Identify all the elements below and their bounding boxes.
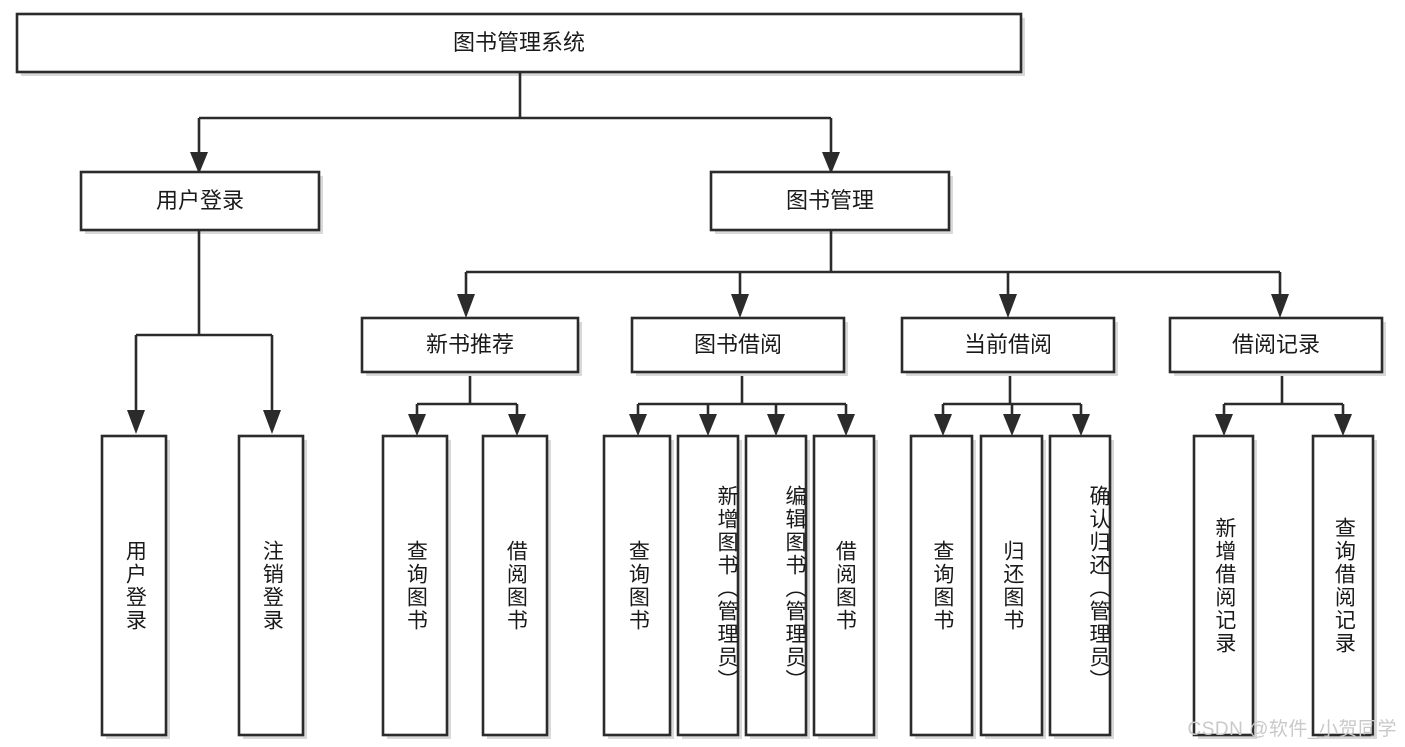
node-box-borrow-record[interactable]	[1168, 316, 1384, 374]
node-box-book-borrow[interactable]	[630, 316, 846, 374]
node-box-leaf-borrow-book-1[interactable]	[481, 434, 549, 737]
node-box-leaf-query-book-3[interactable]	[909, 434, 974, 737]
node-box-user-login[interactable]	[79, 170, 321, 232]
node-box-leaf-query-borrow-record[interactable]	[1311, 434, 1375, 737]
node-box-new-book-recommend[interactable]	[360, 316, 580, 374]
node-label-root: 图书管理系统	[453, 30, 585, 55]
node-box-leaf-query-book-2[interactable]	[602, 434, 672, 737]
node-label-book-management: 图书管理	[786, 188, 874, 213]
node-box-leaf-add-book-admin[interactable]	[676, 434, 740, 737]
node-box-current-borrow[interactable]	[900, 316, 1116, 374]
node-label-current-borrow: 当前借阅	[964, 332, 1052, 357]
node-box-leaf-edit-book-admin[interactable]	[744, 434, 808, 737]
node-box-leaf-query-book-1[interactable]	[381, 434, 449, 737]
node-box-leaf-borrow-book-2[interactable]	[812, 434, 876, 737]
node-label-borrow-record: 借阅记录	[1232, 332, 1320, 357]
node-box-leaf-add-borrow-record[interactable]	[1192, 434, 1255, 737]
node-box-leaf-logout[interactable]	[237, 434, 305, 737]
node-label-book-borrow: 图书借阅	[694, 332, 782, 357]
node-box-leaf-user-login[interactable]	[100, 434, 168, 737]
connector-arrowheads	[127, 152, 1352, 436]
node-box-book-management[interactable]	[709, 170, 951, 232]
node-box-leaf-confirm-return-admin[interactable]	[1048, 434, 1112, 737]
watermark-text: CSDN @软件_小贺同学	[1187, 719, 1397, 740]
node-label-new-book-recommend: 新书推荐	[426, 332, 514, 357]
leaf-boxes	[100, 434, 1375, 737]
node-label-user-login: 用户登录	[156, 188, 244, 213]
node-box-leaf-return-book[interactable]	[979, 434, 1044, 737]
node-box-root[interactable]	[15, 12, 1023, 74]
connector-lines	[134, 72, 1345, 422]
